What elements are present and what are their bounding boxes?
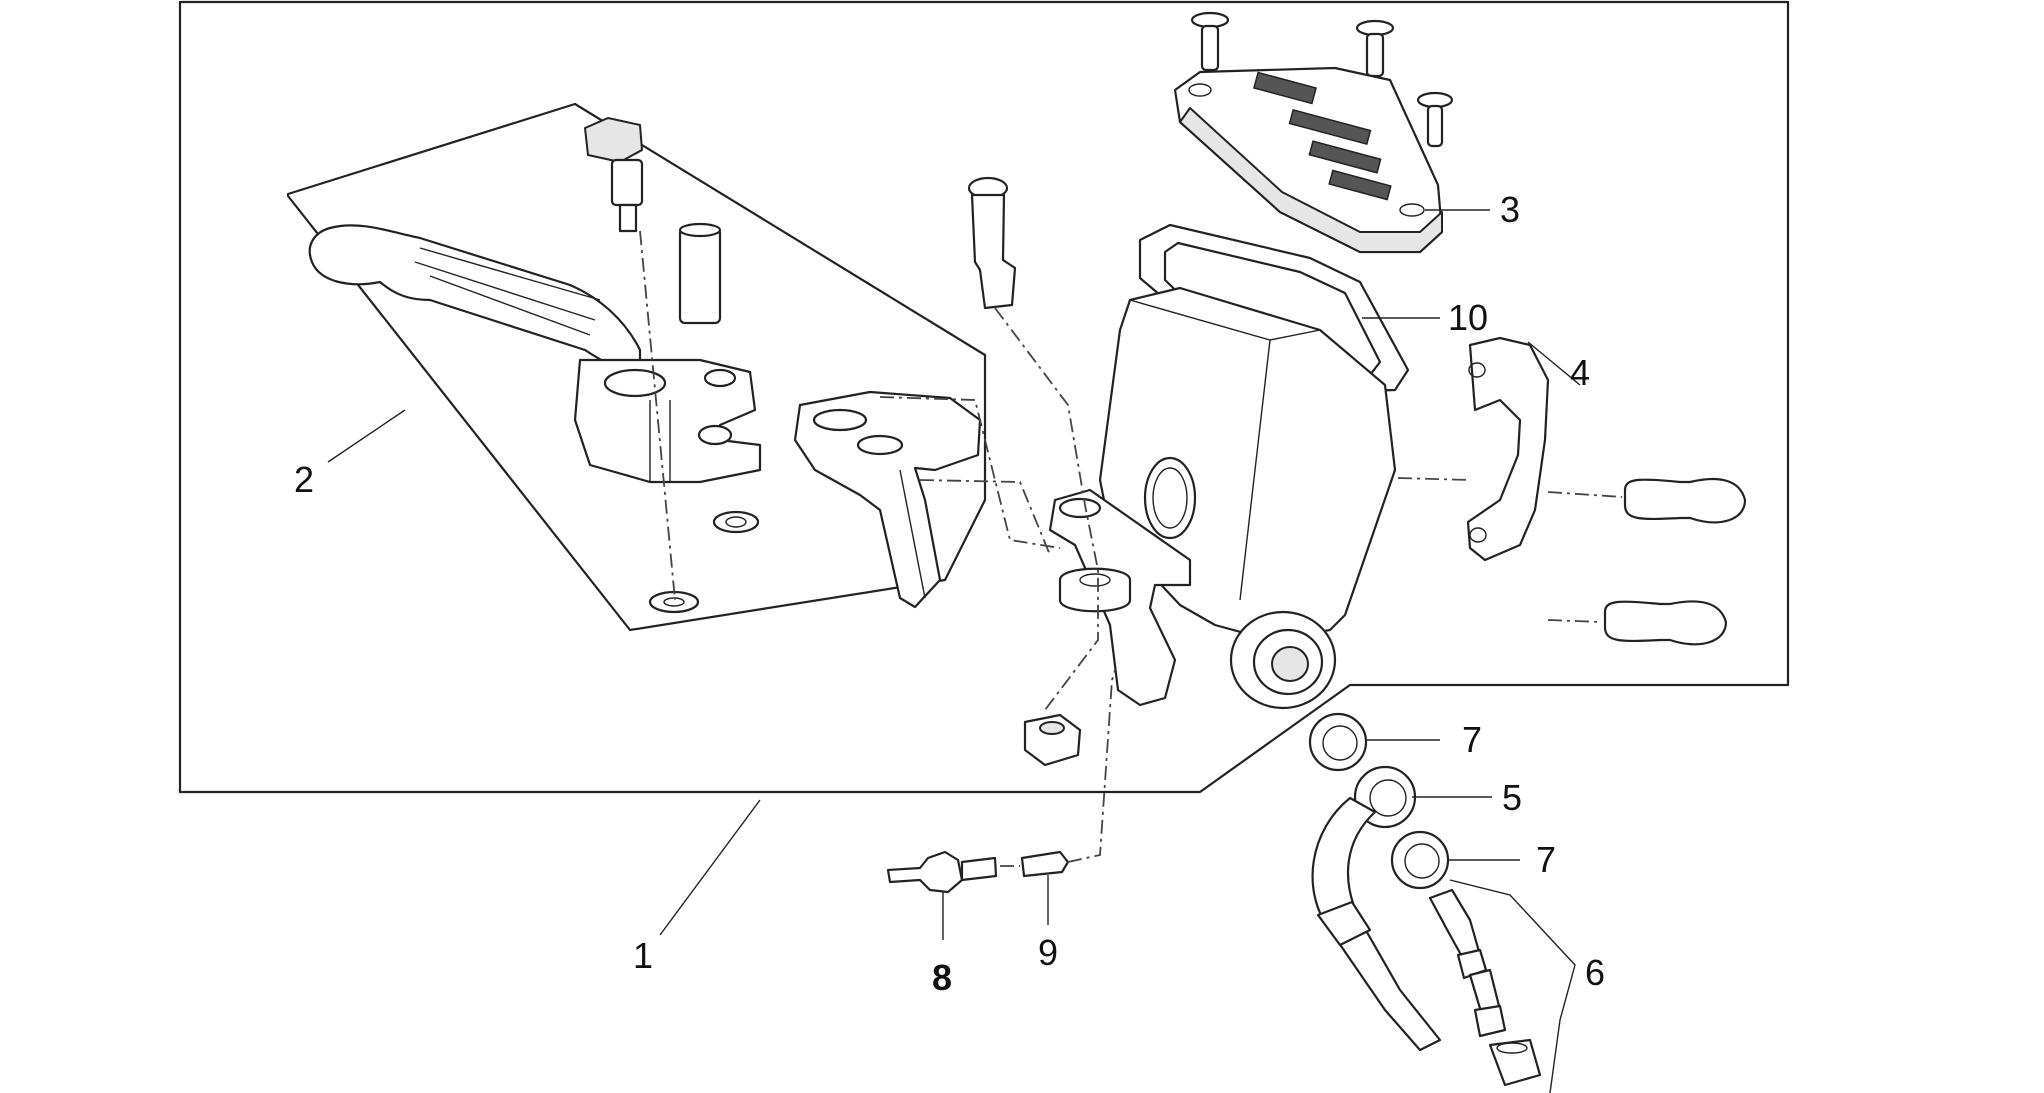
pivot-bush [678, 222, 722, 325]
callout-6: 6 [1585, 952, 1605, 993]
brake-lever [308, 224, 762, 484]
centerline-switch [1000, 669, 1116, 867]
brake-hose [1311, 796, 1442, 1052]
lever-adjuster-knob [584, 117, 644, 233]
leader-6 [1449, 879, 1576, 1093]
centerline-clamp-lower [1547, 619, 1601, 623]
callout-2: 2 [294, 459, 314, 500]
hose-end-fitting [1428, 888, 1542, 1087]
callout-7-upper: 7 [1462, 719, 1482, 760]
cap-screw-1 [1190, 11, 1230, 72]
centerline-knob [639, 230, 676, 601]
sealing-washer-lower [1390, 830, 1450, 890]
callout-10: 10 [1448, 297, 1488, 338]
callout-9: 9 [1038, 932, 1058, 973]
callout-8: 8 [932, 957, 952, 998]
leader-1 [659, 799, 761, 936]
switch-pin [1020, 850, 1070, 878]
pivot-nut [1023, 713, 1082, 767]
clamp-bolt-lower [1603, 600, 1728, 646]
cap-screw-2 [1355, 19, 1395, 78]
callout-3: 3 [1500, 189, 1520, 230]
assembly-outline-1 [178, 0, 1790, 794]
washer [648, 590, 700, 614]
pivot-bolt [967, 176, 1017, 310]
lever-holder-bracket [793, 390, 982, 609]
sealing-washer-upper [1308, 712, 1368, 772]
callout-4: 4 [1570, 352, 1590, 393]
reservoir-cap [1173, 66, 1444, 254]
callout-7-lower: 7 [1536, 839, 1556, 880]
centerline-bracket-1 [879, 396, 1061, 549]
handlebar-clamp [1466, 336, 1550, 562]
centerline-clamp-upper [1397, 477, 1623, 498]
leader-2 [327, 409, 406, 463]
leader-4 [1527, 341, 1581, 386]
callout-1: 1 [633, 935, 653, 976]
master-cylinder-body [1048, 286, 1397, 710]
clamp-bolt-upper [1623, 478, 1747, 524]
centerline-bracket-2 [919, 479, 1051, 556]
centerline-pivot [994, 307, 1099, 711]
brake-light-switch [886, 850, 998, 894]
circlip [712, 510, 760, 534]
callout-5: 5 [1502, 777, 1522, 818]
cap-screw-3 [1416, 91, 1454, 148]
